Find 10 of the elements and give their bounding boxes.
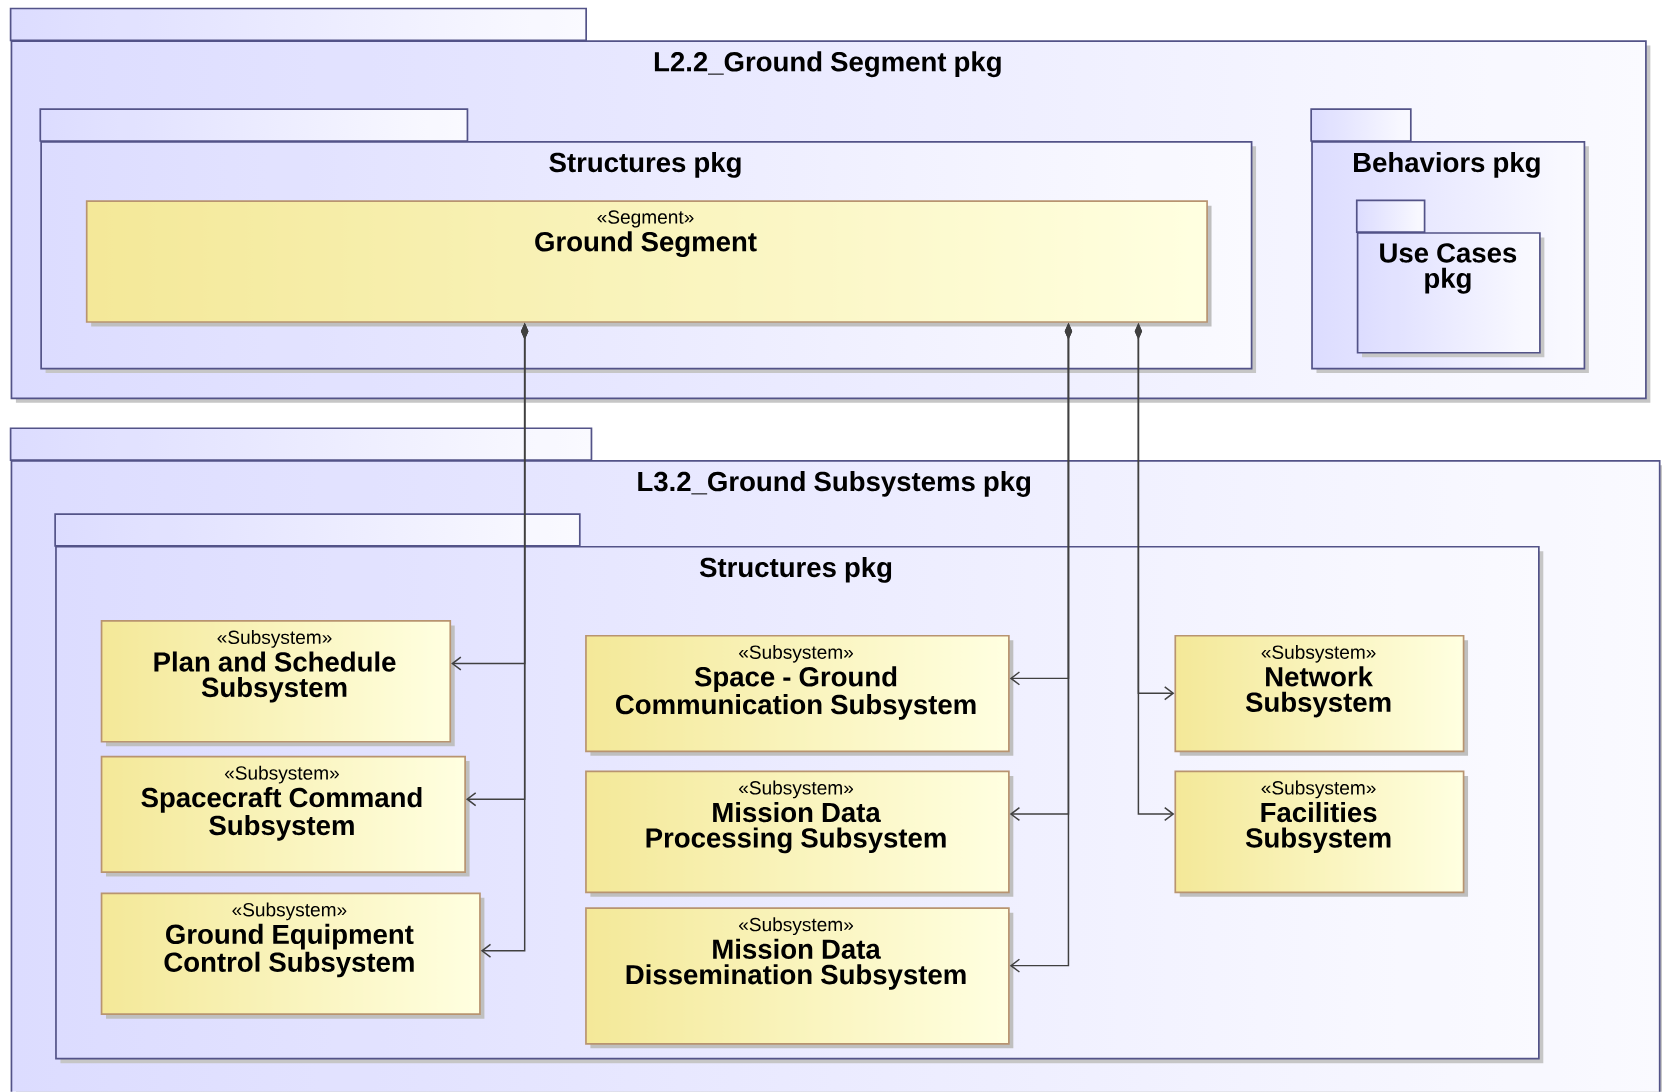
block-box: «Subsystem» Network Subsystem: [1174, 635, 1469, 756]
block-box: «Subsystem» Facilities Subsystem: [1174, 770, 1469, 897]
block-box: «Subsystem» Space - Ground Communication Subsystem: [585, 635, 1014, 756]
package-frame: Use Cases pkg: [1355, 199, 1545, 358]
block-box: «Subsystem» Spacecraft Command Subsystem: [100, 755, 470, 877]
block-box: «Subsystem» Mission Data Processing Subsystem: [585, 770, 1014, 897]
block-box: «Subsystem» Mission Data Dissemination Subsystem: [585, 907, 1014, 1049]
block-box: «Subsystem» Ground Equipment Control Subsystem: [100, 892, 485, 1019]
block-box: «Subsystem» Plan and Schedule Subsystem: [100, 620, 455, 747]
block-box: «Segment» Ground Segment: [85, 200, 1212, 327]
